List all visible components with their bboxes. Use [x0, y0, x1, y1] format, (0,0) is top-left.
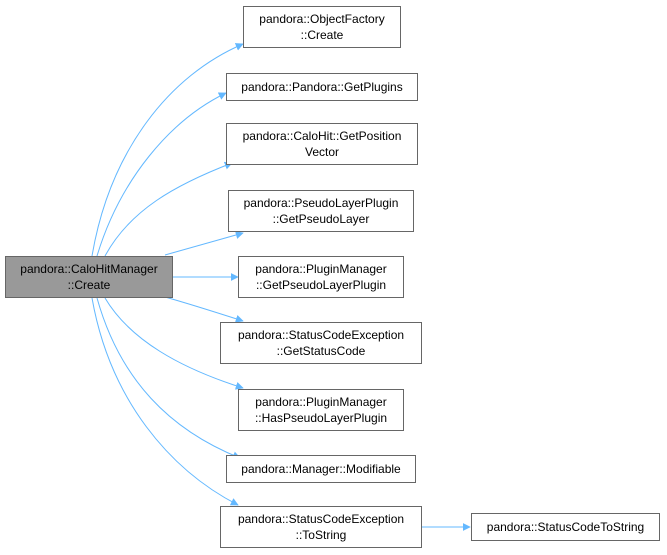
node-objectfactory-create[interactable]: pandora::ObjectFactory ::Create	[243, 6, 401, 48]
node-label-line2: ::Create	[67, 278, 111, 292]
node-label-line2: Vector	[304, 145, 340, 159]
node-label-line1: pandora::ObjectFactory	[259, 12, 385, 26]
edge-to-pseudolayerplugin-getpseudolayer	[164, 231, 244, 256]
node-label-line1: pandora::PluginManager	[255, 395, 387, 409]
node-pluginmanager-haspseudolayerplugin[interactable]: pandora::PluginManager ::HasPseudoLayerP…	[238, 389, 404, 431]
node-calohit-getpositionvector[interactable]: pandora::CaloHit::GetPosition Vector	[226, 123, 418, 165]
node-label-line1: pandora::Manager::Modifiable	[241, 462, 401, 476]
node-label-line1: pandora::CaloHit::GetPosition	[242, 129, 402, 143]
node-manager-modifiable[interactable]: pandora::Manager::Modifiable	[226, 455, 416, 483]
edge-to-statuscodeexception-tostring	[91, 297, 239, 506]
edge-to-calohit-getpositionvector	[104, 161, 233, 257]
node-label-line2: ::HasPseudoLayerPlugin	[254, 411, 388, 425]
node-label-line2: ::GetPseudoLayerPlugin	[255, 278, 387, 292]
node-label-line2: ::GetPseudoLayer	[272, 212, 370, 226]
node-label-line1: pandora::StatusCodeToString	[486, 520, 645, 534]
node-label-line1: pandora::PluginManager	[255, 262, 387, 276]
node-label-line1: pandora::CaloHitManager	[20, 262, 158, 276]
node-calohitmanager-create: pandora::CaloHitManager ::Create	[5, 256, 173, 298]
node-statuscodeexception-tostring[interactable]: pandora::StatusCodeException ::ToString	[220, 506, 422, 548]
edge-to-pluginmanager-haspseudolayerplugin	[104, 297, 244, 390]
node-pandora-getplugins[interactable]: pandora::Pandora::GetPlugins	[226, 73, 418, 101]
node-label-line2: ::GetStatusCode	[276, 344, 366, 358]
node-label-line1: pandora::StatusCodeException	[237, 512, 405, 526]
node-label-line1: pandora::PseudoLayerPlugin	[243, 196, 399, 210]
node-label-line1: pandora::StatusCodeException	[237, 328, 405, 342]
node-label-line2: ::ToString	[295, 528, 347, 542]
node-label-line1: pandora::Pandora::GetPlugins	[241, 80, 403, 94]
node-label-line2: ::Create	[300, 28, 344, 42]
edge-to-manager-modifiable	[96, 297, 241, 460]
edge-to-objectfactory-create	[91, 43, 244, 257]
edge-to-statuscodeexception-getstatuscode	[164, 296, 244, 323]
node-pseudolayerplugin-getpseudolayer[interactable]: pandora::PseudoLayerPlugin ::GetPseudoLa…	[228, 190, 414, 232]
node-pluginmanager-getpseudolayerplugin[interactable]: pandora::PluginManager ::GetPseudoLayerP…	[238, 256, 404, 298]
node-statuscodeexception-getstatuscode[interactable]: pandora::StatusCodeException ::GetStatus…	[220, 322, 422, 364]
edge-to-pandora-getplugins	[96, 92, 227, 257]
node-statuscodetostring[interactable]: pandora::StatusCodeToString	[471, 513, 660, 541]
